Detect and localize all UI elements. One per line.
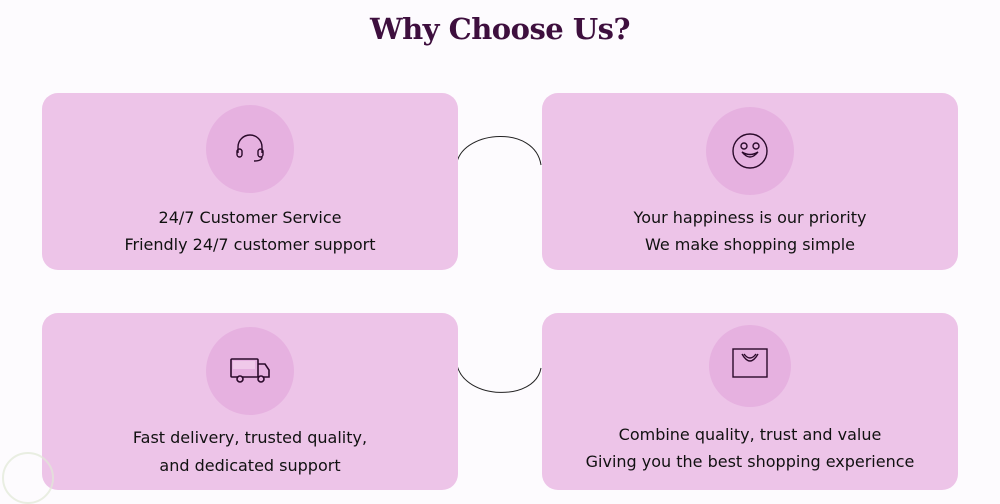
feature-description: Giving you the best shopping experience xyxy=(585,452,915,471)
feature-title: Combine quality, trust and value xyxy=(618,425,882,444)
watermark-logo xyxy=(2,452,54,504)
page-title: Why Choose Us? xyxy=(370,12,630,46)
feature-title: Fast delivery, trusted quality, xyxy=(132,428,368,447)
feature-title: Your happiness is our priority xyxy=(633,208,867,227)
shopping-bag-icon xyxy=(709,325,791,407)
feature-description: and dedicated support xyxy=(159,456,341,475)
headset-icon xyxy=(206,105,294,193)
feature-title: 24/7 Customer Service xyxy=(158,208,342,227)
truck-icon xyxy=(206,327,294,415)
feature-description: We make shopping simple xyxy=(644,235,856,254)
feature-description: Friendly 24/7 customer support xyxy=(124,235,376,254)
smiley-icon xyxy=(706,107,794,195)
feature-card-delivery: Fast delivery, trusted quality, and dedi… xyxy=(42,313,458,490)
feature-card-happiness: Your happiness is our priority We make s… xyxy=(542,93,958,270)
feature-card-quality: Combine quality, trust and value Giving … xyxy=(542,313,958,490)
feature-card-customer-service: 24/7 Customer Service Friendly 24/7 cust… xyxy=(42,93,458,270)
connector-lines xyxy=(456,136,542,393)
